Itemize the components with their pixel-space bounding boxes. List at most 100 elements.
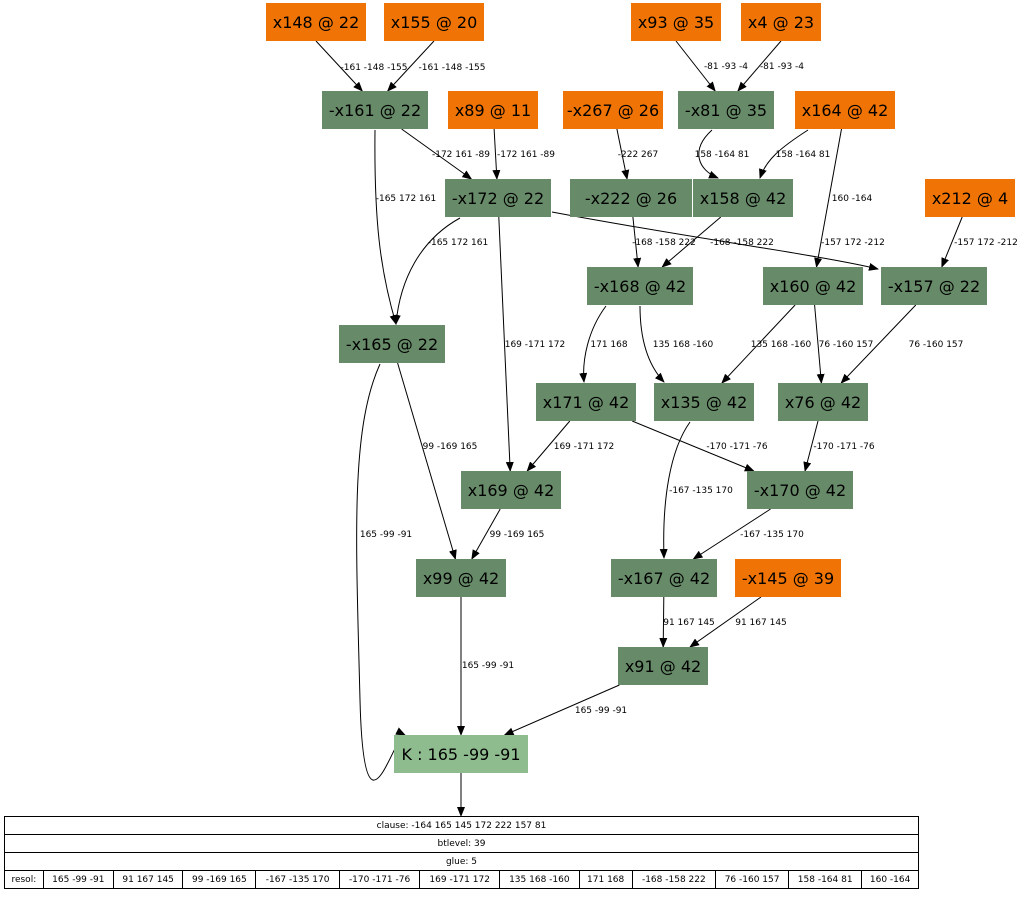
edge-label: -161 -148 -155	[419, 63, 486, 73]
edge-arrow	[675, 40, 716, 92]
edge-arrow	[401, 128, 473, 180]
edge-arrow	[759, 129, 809, 179]
graph-node-implied: -x157 @ 22	[881, 267, 987, 305]
edge-label: -167 -135 170	[740, 530, 804, 540]
node-box	[925, 179, 1015, 217]
graph-node-decision: x93 @ 35	[631, 3, 721, 41]
edge-label: -165 172 161	[376, 194, 437, 204]
edge-label: 169 -171 172	[505, 340, 566, 350]
node-box	[611, 559, 717, 597]
edge-label: 99 -169 165	[490, 530, 545, 540]
edge-label: -167 -135 170	[669, 486, 733, 496]
node-label: K : 165 -99 -91	[401, 745, 520, 764]
node-label: -x170 @ 42	[754, 481, 846, 500]
edge-arrow	[840, 304, 917, 384]
edge-label: 160 -164	[832, 194, 873, 204]
graph-node-decision: x212 @ 4	[925, 179, 1015, 217]
edge-label: -157 172 -212	[821, 238, 885, 248]
edge-arrow	[579, 305, 607, 383]
edge-arrow	[616, 128, 630, 180]
graph-node-implied: -x222 @ 26	[570, 179, 692, 217]
resol-clause-cell: 165 -99 -91	[42, 870, 114, 889]
graph-node-implied: x158 @ 42	[693, 179, 793, 217]
edge-arrow	[692, 508, 771, 560]
edge-arrow	[721, 304, 796, 384]
node-label: x160 @ 42	[770, 277, 857, 296]
edge-label: -170 -171 -76	[813, 442, 875, 452]
graph-node-implied: -x81 @ 35	[678, 91, 774, 129]
node-label: -x165 @ 22	[346, 335, 438, 354]
resol-clause-cell: 169 -171 172	[419, 870, 501, 889]
resol-clause-cell: -168 -158 222	[631, 870, 717, 889]
node-label: x89 @ 11	[455, 101, 531, 120]
edge-arrow	[632, 420, 755, 472]
edge-arrow	[632, 216, 642, 268]
edge-label: 169 -171 172	[554, 442, 615, 452]
graph-node-implied: -x168 @ 42	[587, 267, 693, 305]
node-label: x169 @ 42	[468, 481, 555, 500]
edge-label: 76 -160 157	[909, 340, 964, 350]
graph-node-implied: x76 @ 42	[778, 383, 868, 421]
node-box	[384, 3, 484, 41]
edge-arrow	[551, 211, 879, 271]
conflict-info-table: clause: -164 165 145 172 222 157 81 btle…	[4, 816, 919, 889]
graph-node-conflict: K : 165 -99 -91	[394, 735, 528, 773]
edge-arrow	[315, 40, 363, 92]
node-label: x91 @ 42	[625, 657, 701, 676]
graph-node-decision: x4 @ 23	[741, 3, 821, 41]
edge-label: -165 172 161	[428, 238, 489, 248]
resol-clause-cell: 160 -164	[861, 870, 919, 889]
node-box	[339, 325, 445, 363]
glue-cell: glue: 5	[4, 852, 919, 871]
edge-arrow	[659, 596, 668, 648]
resol-clause-cell: -167 -135 170	[255, 870, 340, 889]
node-label: x171 @ 42	[543, 393, 630, 412]
edge-arrow	[492, 128, 501, 180]
node-label: -x167 @ 42	[618, 569, 710, 588]
node-box	[741, 3, 821, 41]
edge-arrow	[526, 420, 571, 472]
resol-label-cell: resol:	[4, 870, 44, 889]
edge-label: 76 -160 157	[819, 340, 874, 350]
edge-label: -168 -158 222	[632, 238, 696, 248]
node-box	[693, 179, 793, 217]
edge-arrow	[387, 40, 435, 92]
graph-node-implied: -x170 @ 42	[747, 471, 853, 509]
graph-node-implied: -x172 @ 22	[445, 179, 551, 217]
node-box	[461, 471, 561, 509]
node-box	[795, 91, 895, 129]
edge-arrow	[374, 129, 398, 325]
edge-label: 91 167 145	[735, 618, 787, 628]
node-label: x212 @ 4	[932, 189, 1008, 208]
clause-cell: clause: -164 165 145 172 222 157 81	[4, 816, 919, 835]
node-label: -x161 @ 22	[329, 101, 421, 120]
edge-arrow	[659, 421, 691, 559]
node-box	[735, 559, 841, 597]
node-label: -x145 @ 39	[742, 569, 834, 588]
graph-node-decision: x89 @ 11	[448, 91, 538, 129]
node-label: x99 @ 42	[423, 569, 499, 588]
node-box	[322, 91, 428, 129]
node-box	[654, 383, 754, 421]
edge-arrow	[661, 216, 722, 268]
node-box	[618, 647, 708, 685]
edge-label: -81 -93 -4	[704, 62, 748, 72]
edge-label: 135 168 -160	[751, 340, 812, 350]
graph-node-decision: x164 @ 42	[795, 91, 895, 129]
graph-node-decision: -x267 @ 26	[563, 91, 663, 129]
graph-node-decision: x155 @ 20	[384, 3, 484, 41]
node-box	[778, 383, 868, 421]
edge-label: 91 167 145	[663, 618, 715, 628]
edge-label: -157 172 -212	[954, 238, 1018, 248]
edge-arrow	[471, 508, 501, 560]
edge-label: -172 161 -89	[432, 150, 490, 160]
graph-node-implied: x91 @ 42	[618, 647, 708, 685]
edge-label: 99 -169 165	[423, 442, 478, 452]
edge-label: 158 -164 81	[695, 150, 750, 160]
resol-clause-cell: 76 -160 157	[715, 870, 790, 889]
btlevel-cell: btlevel: 39	[4, 834, 919, 853]
edge-arrow	[503, 684, 620, 736]
node-box	[587, 267, 693, 305]
edge-label: 165 -99 -91	[575, 706, 627, 716]
